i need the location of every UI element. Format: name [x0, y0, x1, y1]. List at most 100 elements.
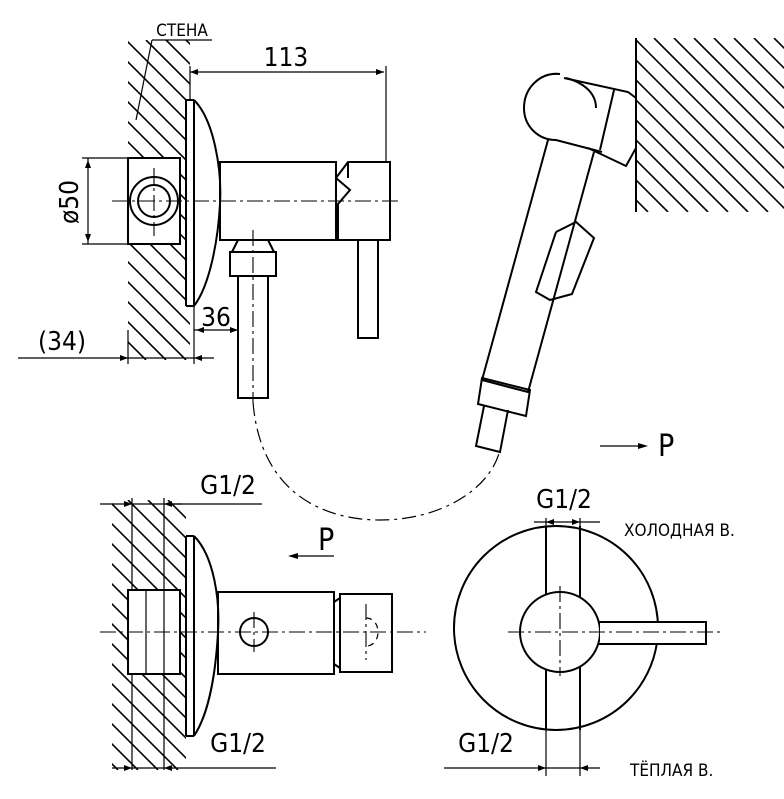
dim-113-label: 113 [264, 43, 309, 73]
hatch-line [128, 40, 190, 360]
front-view: G1/2 G1/2 ХОЛОДНАЯ В. ТЁПЛАЯ В. [444, 485, 735, 781]
hatch-line [753, 38, 784, 212]
hose [252, 401, 501, 521]
hatch-line [112, 500, 119, 770]
hatch-line [0, 500, 78, 770]
hatch-line [128, 40, 190, 360]
lever [357, 239, 379, 339]
hatch-line [394, 38, 568, 212]
hatch-line [185, 40, 190, 360]
shower-trigger [534, 220, 596, 302]
g-front-bottom-dimension: G1/2 [444, 729, 600, 776]
flange-dome [193, 99, 222, 307]
hatch-line [112, 500, 179, 770]
shower-head [522, 72, 603, 153]
hatch-line [386, 40, 706, 360]
p-right-label: P [658, 429, 674, 464]
hatch-line [636, 38, 784, 212]
hatch-line [0, 500, 58, 770]
shower-nut [476, 376, 532, 418]
hatch-line [406, 40, 726, 360]
hatch-line [454, 38, 628, 212]
hatch-line [653, 38, 784, 212]
hatch-line [112, 500, 159, 770]
front-lever [598, 621, 707, 645]
hatch-line [354, 38, 528, 212]
hatch-line [112, 500, 186, 770]
bottom-side-view: G1/2 G1/2 [0, 471, 426, 771]
dim-34-label: (34) [38, 327, 86, 357]
top-side-view: 113 СТЕНА ø50 36 [0, 21, 726, 402]
dimension-34: (34) [18, 300, 214, 364]
g-side-bottom-dimension: G1/2 [112, 729, 276, 771]
dimension-113: 113 [189, 43, 387, 162]
hatch-line [112, 500, 186, 770]
hatch-line [314, 38, 488, 212]
hatch-line [0, 40, 106, 360]
hatch-line [206, 40, 526, 360]
hatch-line [334, 38, 508, 212]
hatch-line [112, 500, 186, 770]
dimension-36: 36 [194, 300, 239, 340]
hatch-line [127, 500, 186, 770]
hatch-line [414, 38, 588, 212]
cold-water-label: ХОЛОДНАЯ В. [624, 521, 735, 541]
hatch-line [733, 38, 784, 212]
dim-36-label: 36 [201, 303, 231, 333]
hatch-line [286, 40, 606, 360]
flange-dome-bottom [193, 535, 220, 737]
g-front-top-dimension: G1/2 [534, 485, 600, 526]
wall-label: СТЕНА [156, 21, 208, 41]
hatch-line [128, 40, 190, 360]
hatch-line [693, 38, 784, 212]
hatch-line [167, 500, 186, 770]
wall-label-group: СТЕНА [135, 21, 212, 121]
g-front-bottom-label: G1/2 [458, 729, 514, 759]
hatch-line [306, 40, 626, 360]
hatch-line [346, 40, 666, 360]
shower-handle [480, 139, 595, 394]
hatch-line [128, 40, 190, 360]
wall-hatching-top [0, 40, 726, 360]
wall-hatching-right [314, 38, 784, 212]
hatch-line [112, 500, 186, 770]
pressure-label-left: P [288, 523, 334, 559]
hatch-line [636, 38, 649, 212]
valve-body-bottom [217, 591, 335, 675]
hatch-line [128, 40, 187, 360]
hatch-line [112, 500, 186, 770]
hatch-line [636, 38, 669, 212]
dimension-d50: ø50 [55, 157, 128, 245]
hand-shower-view [314, 38, 784, 454]
hatch-line [673, 38, 784, 212]
dim-d50-label: ø50 [55, 180, 85, 224]
g-front-top-label: G1/2 [536, 485, 592, 515]
hatch-line [366, 40, 686, 360]
hatch-line [636, 38, 784, 212]
warm-water-label: ТЁПЛАЯ В. [629, 760, 713, 781]
pressure-label-right: P [600, 429, 674, 464]
hatch-line [112, 500, 186, 770]
hatch-line [636, 38, 709, 212]
hatch-line [636, 38, 729, 212]
hatch-line [266, 40, 586, 360]
g-top-label: G1/2 [200, 471, 256, 501]
hatch-line [128, 40, 190, 360]
hatch-line [112, 500, 186, 770]
g-side-bottom-label: G1/2 [210, 729, 266, 759]
shower-holder [563, 77, 637, 168]
hatch-line [636, 38, 749, 212]
hatch-line [112, 500, 186, 770]
hatch-line [326, 40, 646, 360]
hatch-line [434, 38, 608, 212]
hatch-line [713, 38, 784, 212]
hatch-line [636, 38, 769, 212]
hatch-line [246, 40, 566, 360]
hatch-line [636, 38, 689, 212]
handle-block-bottom [339, 593, 393, 673]
hatch-line [0, 500, 38, 770]
hatch-line [374, 38, 548, 212]
p-left-label: P [318, 523, 334, 558]
hatch-line [0, 500, 98, 770]
